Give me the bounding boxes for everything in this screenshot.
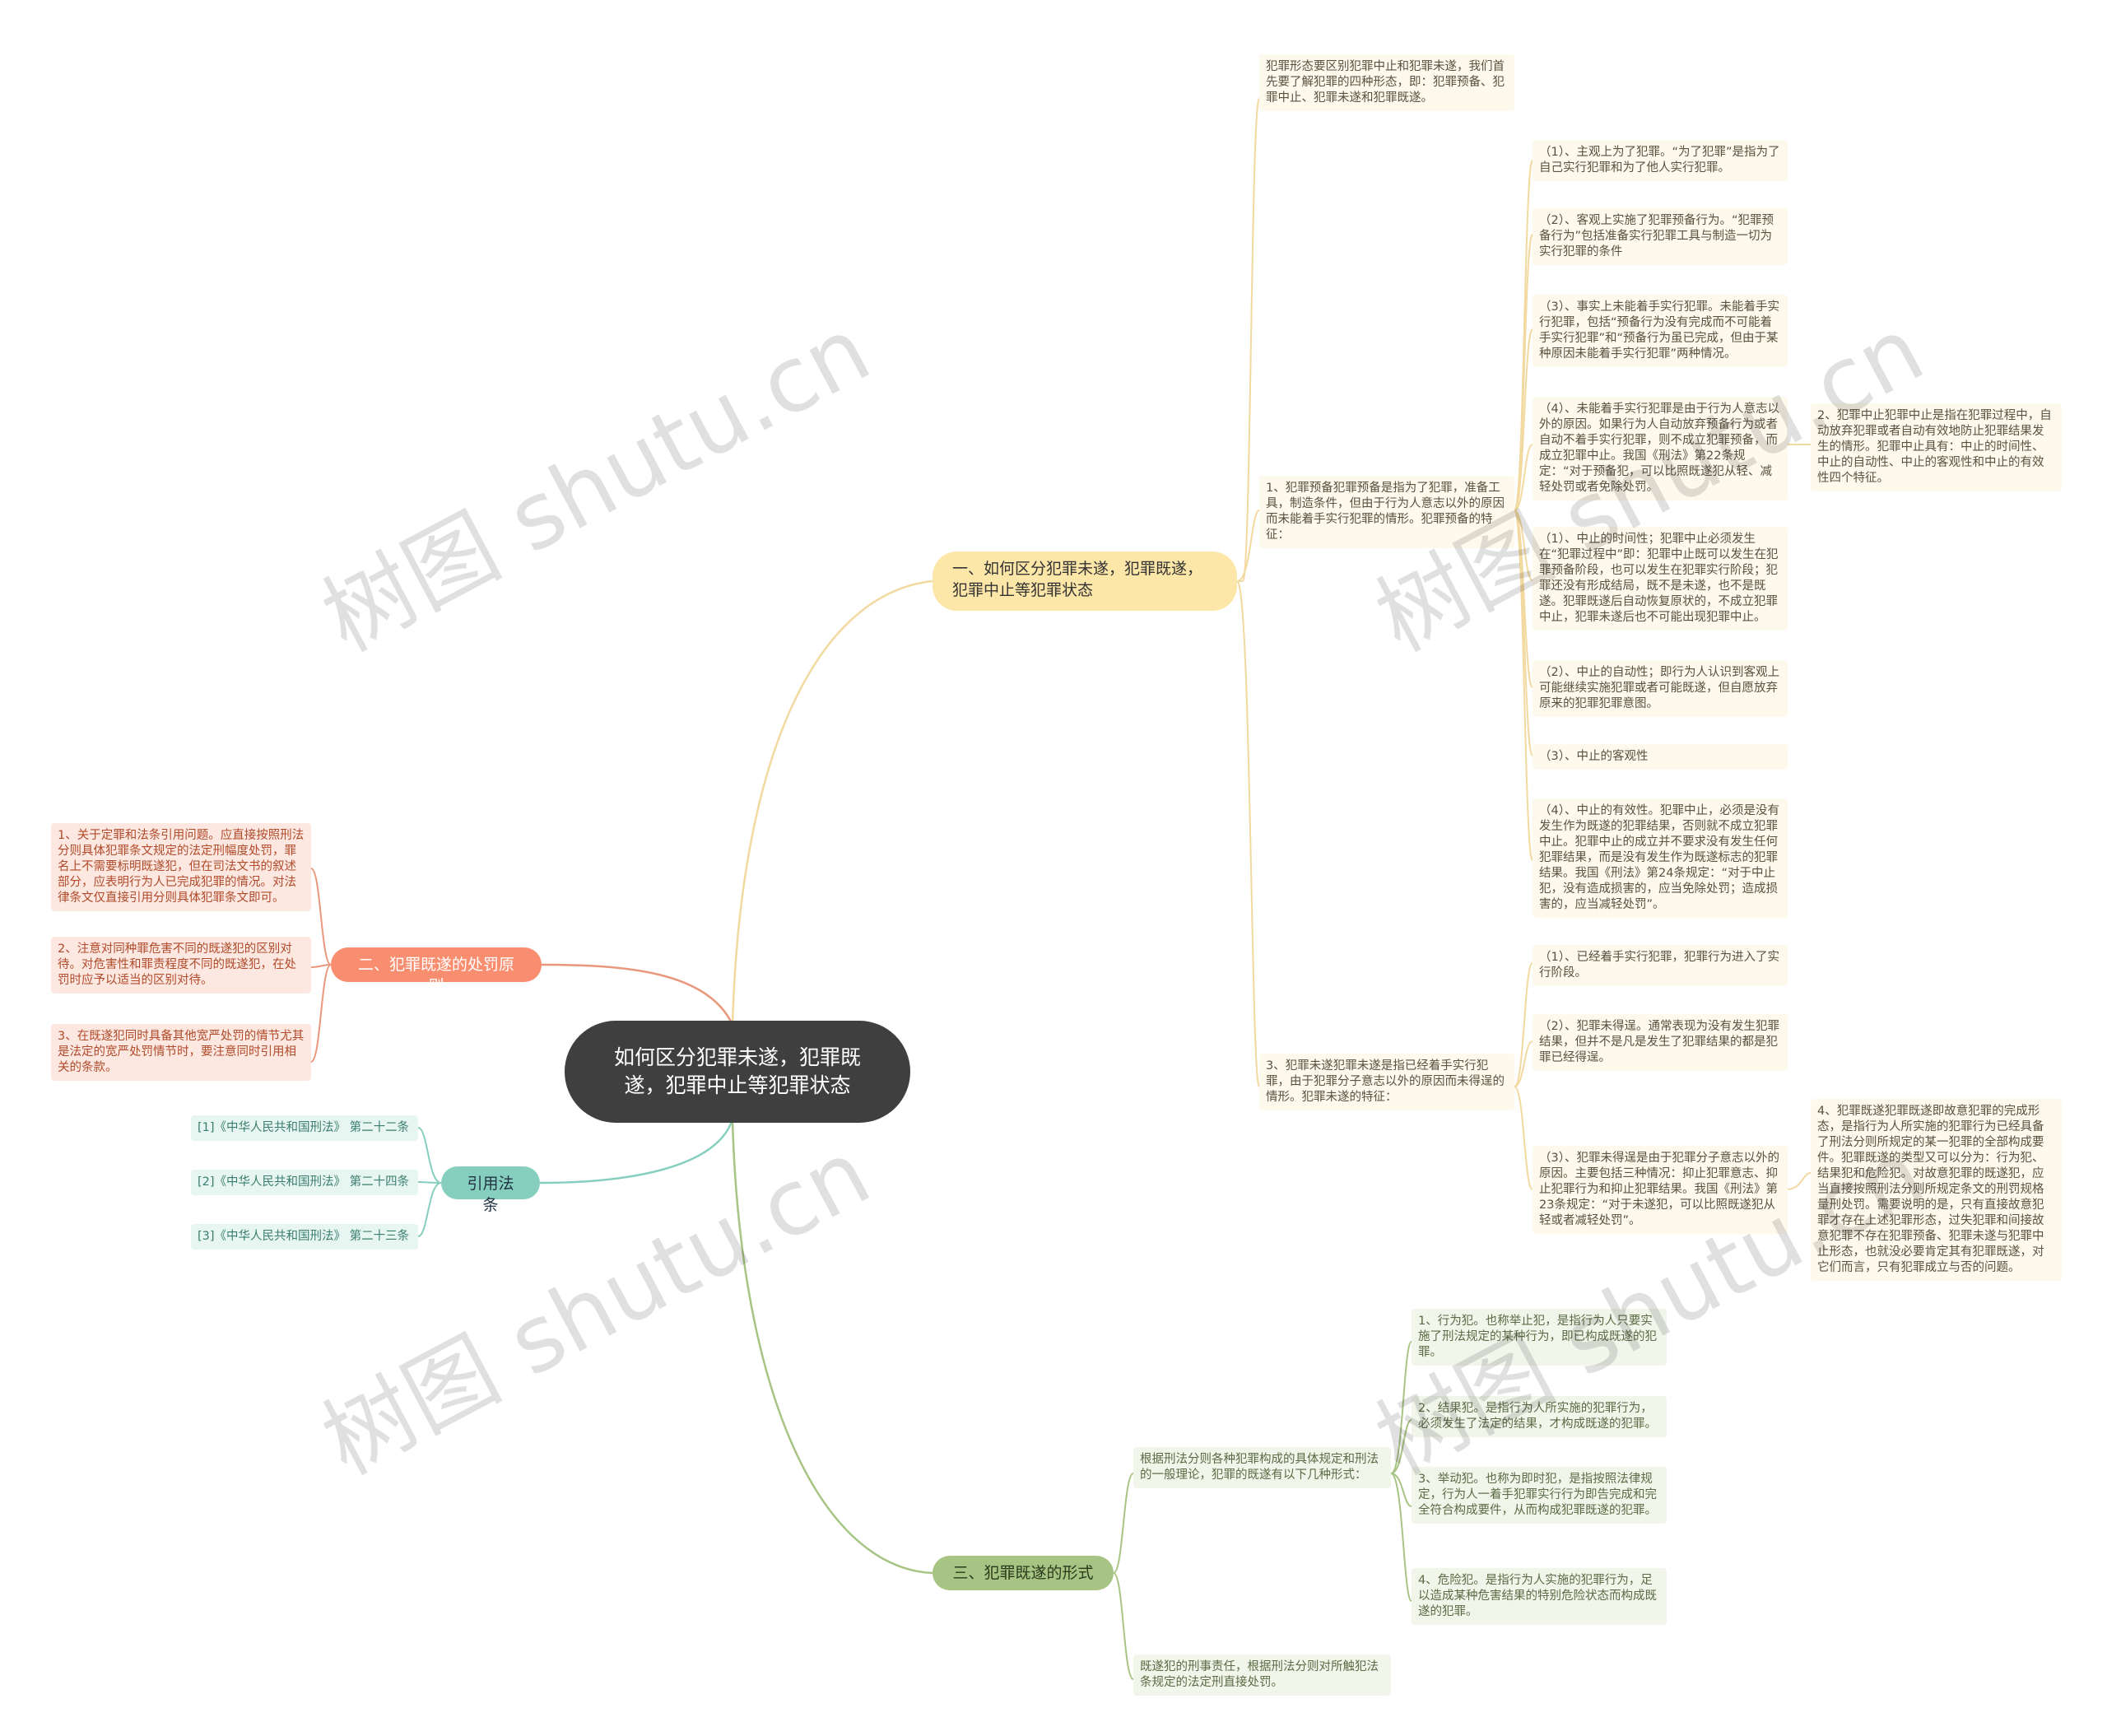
leaf-text: 2、注意对同种罪危害不同的既遂犯的区别对待。对危害性和罪责程度不同的既遂犯，在处…	[58, 942, 296, 987]
leaf-prep-item[interactable]: （1）、主观上为了犯罪。“为了犯罪”是指为了自己实行犯罪和为了他人实行犯罪。	[1533, 140, 1788, 181]
branch-punishment-principles[interactable]: 二、犯罪既遂的处罚原则	[331, 947, 542, 995]
branch-distinguish-states[interactable]: 一、如何区分犯罪未遂，犯罪既遂，犯罪中止等犯罪状态	[933, 552, 1237, 611]
link-root-b4	[731, 1120, 933, 1575]
leaf-liability[interactable]: 既遂犯的刑事责任，根据刑法分则对所触犯法条规定的法定刑直接处罚。	[1133, 1655, 1391, 1696]
leaf-text: （2）、客观上实施了犯罪预备行为。“犯罪预备行为”包括准备实行犯罪工具与制造一切…	[1539, 214, 1774, 258]
leaf-form-item[interactable]: 1、行为犯。也称举止犯，是指行为人只要实施了刑法规定的某种行为，即已构成既遂的犯…	[1412, 1309, 1667, 1366]
leaf-text: [2]《中华人民共和国刑法》 第二十四条	[198, 1175, 410, 1189]
leaf-attempt[interactable]: 3、犯罪未遂犯罪未遂是指已经着手实行犯罪，由于犯罪分子意志以外的原因而未得逞的情…	[1259, 1054, 1514, 1110]
leaf-attempt-item[interactable]: （1）、已经着手实行犯罪，犯罪行为进入了实行阶段。	[1533, 945, 1788, 986]
leaf-intro[interactable]: 犯罪形态要区别犯罪中止和犯罪未遂，我们首先要了解犯罪的四种形态，即：犯罪预备、犯…	[1259, 54, 1514, 111]
leaf-prep-item[interactable]: （2）、客观上实施了犯罪预备行为。“犯罪预备行为”包括准备实行犯罪工具与制造一切…	[1533, 208, 1788, 265]
branch-label: 引用法条	[467, 1175, 514, 1214]
leaf-text: （1）、中止的时间性；犯罪中止必须发生在“犯罪过程中”即：犯罪中止既可以发生在犯…	[1539, 533, 1779, 624]
leaf-text: （4）、未能着手实行犯罪是由于行为人意志以外的原因。如果行为人自动放弃预备行为或…	[1539, 403, 1779, 494]
leaf-text: （1）、已经着手实行犯罪，犯罪行为进入了实行阶段。	[1539, 951, 1779, 980]
leaf-prep-item[interactable]: （3）、事实上未能着手实行犯罪。未能着手实行犯罪，包括“预备行为没有完成而不可能…	[1533, 295, 1788, 367]
leaf-text: 既遂犯的刑事责任，根据刑法分则对所触犯法条规定的法定刑直接处罚。	[1140, 1660, 1379, 1689]
leaf-attempt-item[interactable]: （2）、犯罪未得逞。通常表现为没有发生犯罪结果，但并不是凡是发生了犯罪结果的都是…	[1533, 1014, 1788, 1071]
leaf-punishment-item[interactable]: 3、在既遂犯同时具备其他宽严处罚的情节尤其是法定的宽严处罚情节时，要注意同时引用…	[51, 1024, 311, 1081]
leaf-text: （1）、主观上为了犯罪。“为了犯罪”是指为了自己实行犯罪和为了他人实行犯罪。	[1539, 146, 1780, 175]
link-root-b3	[539, 1119, 734, 1184]
root-title: 如何区分犯罪未遂，犯罪既遂，犯罪中止等犯罪状态	[613, 1045, 861, 1097]
leaf-form-item[interactable]: 4、危险犯。是指行为人实施的犯罪行为，足以造成某种危害结果的特别危险状态而构成既…	[1412, 1568, 1667, 1625]
leaf-text: 犯罪形态要区别犯罪中止和犯罪未遂，我们首先要了解犯罪的四种形态，即：犯罪预备、犯…	[1266, 60, 1505, 105]
leaf-stop-item[interactable]: （4）、中止的有效性。犯罪中止，必须是没有发生作为既遂的犯罪结果，否则就不成立犯…	[1533, 798, 1788, 918]
leaf-law-citation[interactable]: [1]《中华人民共和国刑法》 第二十二条	[191, 1115, 418, 1141]
leaf-forms-intro[interactable]: 根据刑法分则各种犯罪构成的具体规定和刑法的一般理论，犯罪的既遂有以下几种形式：	[1133, 1447, 1391, 1488]
branch-label: 三、犯罪既遂的形式	[952, 1564, 1094, 1582]
branch-label: 二、犯罪既遂的处罚原则	[357, 956, 514, 995]
leaf-stop[interactable]: 2、犯罪中止犯罪中止是指在犯罪过程中，自动放弃犯罪或者自动有效地防止犯罪结果发生…	[1811, 403, 2062, 491]
leaf-text: 2、结果犯。是指行为人所实施的犯罪行为，必须发生了法定的结果，才构成既遂的犯罪。	[1418, 1402, 1657, 1431]
leaf-text: （3）、事实上未能着手实行犯罪。未能着手实行犯罪，包括“预备行为没有完成而不可能…	[1539, 300, 1779, 361]
link-root-b1	[731, 579, 933, 1026]
link-root-b2	[541, 963, 734, 1026]
root-topic[interactable]: 如何区分犯罪未遂，犯罪既遂，犯罪中止等犯罪状态	[565, 1021, 910, 1123]
leaf-text: [3]《中华人民共和国刑法》 第二十三条	[198, 1230, 410, 1243]
leaf-text: （2）、中止的自动性；即行为人认识到客观上可能继续实施犯罪或者可能既遂，但自愿放…	[1539, 666, 1779, 710]
leaf-text: （3）、中止的客观性	[1539, 750, 1649, 763]
leaf-punishment-item[interactable]: 1、关于定罪和法条引用问题。应直接按照刑法分则具体犯罪条文规定的法定刑幅度处罚，…	[51, 823, 311, 911]
leaf-prep-item[interactable]: （4）、未能着手实行犯罪是由于行为人意志以外的原因。如果行为人自动放弃预备行为或…	[1533, 397, 1788, 500]
leaf-accomplished[interactable]: 4、犯罪既遂犯罪既遂即故意犯罪的完成形态，是指行为人所实施的犯罪行为已经具备了刑…	[1811, 1099, 2062, 1281]
leaf-text: [1]《中华人民共和国刑法》 第二十二条	[198, 1121, 410, 1134]
leaf-text: 4、危险犯。是指行为人实施的犯罪行为，足以造成某种危害结果的特别危险状态而构成既…	[1418, 1574, 1657, 1618]
leaf-form-item[interactable]: 2、结果犯。是指行为人所实施的犯罪行为，必须发生了法定的结果，才构成既遂的犯罪。	[1412, 1396, 1667, 1437]
branch-cited-laws[interactable]: 引用法条	[441, 1166, 540, 1214]
leaf-text: 4、犯罪既遂犯罪既遂即故意犯罪的完成形态，是指行为人所实施的犯罪行为已经具备了刑…	[1817, 1105, 2044, 1274]
leaf-preparation[interactable]: 1、犯罪预备犯罪预备是指为了犯罪，准备工具，制造条件，但由于行为人意志以外的原因…	[1259, 476, 1514, 548]
leaf-law-citation[interactable]: [2]《中华人民共和国刑法》 第二十四条	[191, 1170, 418, 1195]
leaf-text: 3、举动犯。也称为即时犯，是指按照法律规定，行为人一着手犯罪实行行为即告完成和完…	[1418, 1473, 1657, 1517]
leaf-text: （4）、中止的有效性。犯罪中止，必须是没有发生作为既遂的犯罪结果，否则就不成立犯…	[1539, 804, 1779, 911]
leaf-stop-item[interactable]: （2）、中止的自动性；即行为人认识到客观上可能继续实施犯罪或者可能既遂，但自愿放…	[1533, 660, 1788, 717]
leaf-stop-item[interactable]: （1）、中止的时间性；犯罪中止必须发生在“犯罪过程中”即：犯罪中止既可以发生在犯…	[1533, 527, 1788, 631]
leaf-text: 1、关于定罪和法条引用问题。应直接按照刑法分则具体犯罪条文规定的法定刑幅度处罚，…	[58, 829, 305, 905]
leaf-form-item[interactable]: 3、举动犯。也称为即时犯，是指按照法律规定，行为人一着手犯罪实行行为即告完成和完…	[1412, 1467, 1667, 1524]
leaf-law-citation[interactable]: [3]《中华人民共和国刑法》 第二十三条	[191, 1224, 418, 1250]
leaf-text: 1、犯罪预备犯罪预备是指为了犯罪，准备工具，制造条件，但由于行为人意志以外的原因…	[1266, 482, 1505, 542]
leaf-text: 3、犯罪未遂犯罪未遂是指已经着手实行犯罪，由于犯罪分子意志以外的原因而未得逞的情…	[1266, 1059, 1505, 1104]
leaf-text: 3、在既遂犯同时具备其他宽严处罚的情节尤其是法定的宽严处罚情节时，要注意同时引用…	[58, 1030, 305, 1074]
leaf-text: 2、犯罪中止犯罪中止是指在犯罪过程中，自动放弃犯罪或者自动有效地防止犯罪结果发生…	[1817, 409, 2052, 485]
branch-accomplished-forms[interactable]: 三、犯罪既遂的形式	[933, 1556, 1114, 1590]
leaf-stop-item[interactable]: （3）、中止的客观性	[1533, 744, 1788, 770]
branch-label: 一、如何区分犯罪未遂，犯罪既遂，犯罪中止等犯罪状态	[952, 560, 1203, 599]
leaf-text: （2）、犯罪未得逞。通常表现为没有发生犯罪结果，但并不是凡是发生了犯罪结果的都是…	[1539, 1020, 1779, 1064]
leaf-text: （3）、犯罪未得逞是由于犯罪分子意志以外的原因。主要包括三种情况：抑止犯罪意志、…	[1539, 1152, 1779, 1227]
leaf-punishment-item[interactable]: 2、注意对同种罪危害不同的既遂犯的区别对待。对危害性和罪责程度不同的既遂犯，在处…	[51, 937, 311, 994]
leaf-text: 根据刑法分则各种犯罪构成的具体规定和刑法的一般理论，犯罪的既遂有以下几种形式：	[1140, 1453, 1379, 1482]
leaf-attempt-item[interactable]: （3）、犯罪未得逞是由于犯罪分子意志以外的原因。主要包括三种情况：抑止犯罪意志、…	[1533, 1146, 1788, 1234]
leaf-text: 1、行为犯。也称举止犯，是指行为人只要实施了刑法规定的某种行为，即已构成既遂的犯…	[1418, 1315, 1657, 1359]
